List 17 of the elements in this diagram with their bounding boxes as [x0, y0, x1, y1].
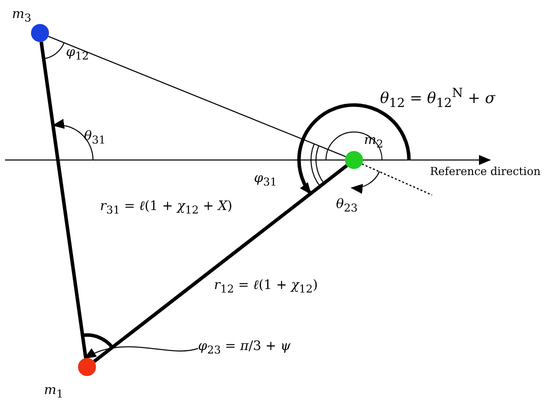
connecting-line [48, 36, 346, 158]
text-label: r$_{31}$ = ℓ(1 + χ$_{12}$ + X) [100, 200, 232, 216]
text-label: φ$_{31}$ [254, 172, 277, 188]
text-label: θ$_{12}$ = θ$_{12}$$^{N}$ + σ [380, 86, 496, 110]
leader-line [84, 346, 198, 359]
mass-label: m$_{1}$ [44, 384, 64, 400]
text-label: r$_{12}$ = ℓ(1 + χ$_{12}$) [214, 279, 318, 296]
mass-dot [31, 24, 49, 42]
connecting-line [40, 42, 88, 358]
mass-label: m$_{3}$ [12, 8, 32, 24]
connecting-line [93, 164, 348, 363]
text-label: Reference direction [430, 166, 541, 178]
text-label: θ$_{23}$ [336, 198, 358, 214]
mass-dot [345, 151, 363, 169]
angle-label: φ$_{23}$ = π/3 + ψ [198, 340, 291, 356]
mass-dot [78, 358, 96, 376]
text-label: φ$_{12}$ [66, 46, 89, 62]
